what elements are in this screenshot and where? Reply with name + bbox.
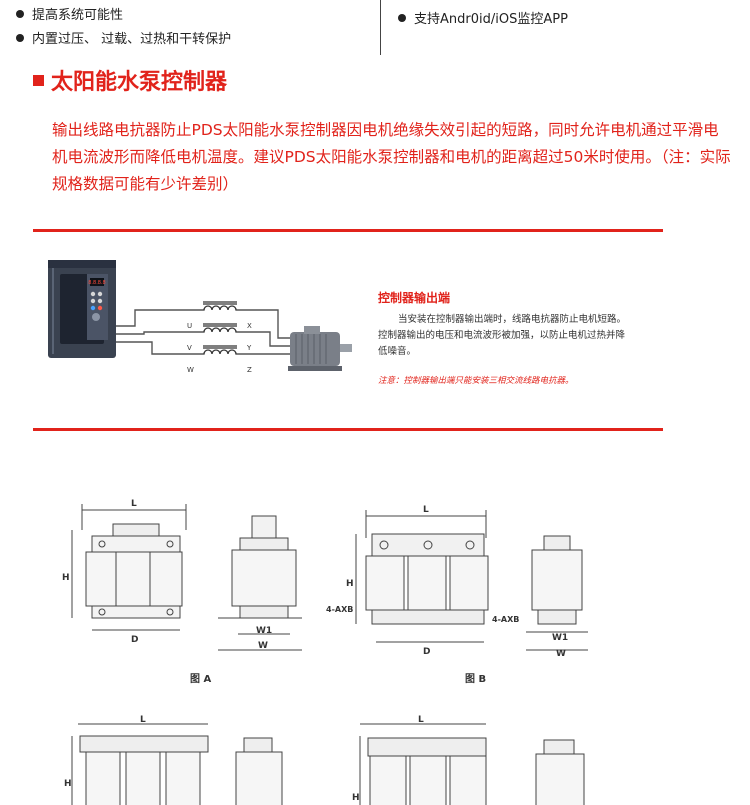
controller-image: 8.8.8.8 — [48, 260, 116, 358]
reactor-coils — [200, 301, 240, 355]
diagram-text-line: 当安装在控制器输出端时，线路电抗器防止电机短路。 — [398, 314, 627, 325]
label-input-v: V — [187, 344, 192, 352]
bullet-icon — [398, 13, 406, 22]
motor-image — [288, 326, 352, 371]
bullet-icon — [16, 9, 24, 18]
section-description: 输出线路电抗器防止PDS太阳能水泵控制器因电机绝缘失效引起的短路，同时允许电机通… — [52, 121, 731, 193]
square-icon — [33, 74, 44, 86]
dim-label-w-a: W — [258, 641, 268, 651]
divider-top — [33, 229, 663, 232]
feature-item: 内置过压、 过载、过热和干转保护 — [16, 28, 231, 47]
dim-label-w1-b: W1 — [552, 633, 568, 643]
dim-label-w1-a: W1 — [256, 626, 272, 636]
label-input-u: U — [187, 322, 192, 330]
column-divider — [380, 0, 381, 55]
dim-label-h-d: H — [352, 793, 360, 803]
dim-label-l-a: L — [131, 499, 137, 509]
feature-label: 支持Andr0id/iOS监控APP — [414, 12, 568, 27]
dimension-drawings: L H D W1 W L H 4-AXB D 4-AXB W1 W L H L … — [62, 499, 588, 805]
dim-label-l-b: L — [423, 505, 429, 515]
dim-label-d-b: D — [423, 647, 430, 657]
dim-label-hole-side: 4-AXB — [492, 615, 519, 624]
dim-label-hole-b: 4-AXB — [326, 605, 353, 614]
diagram-text-line: 控制器输出的电压和电流波形被加强，以防止电机过热并降 — [378, 330, 626, 341]
feature-label: 提高系统可能性 — [32, 8, 124, 23]
label-input-w: W — [187, 366, 194, 374]
divider-bottom — [33, 428, 663, 431]
dim-label-d-a: D — [131, 635, 138, 645]
diagram-heading: 控制器输出端 — [378, 291, 451, 305]
dim-label-h-c: H — [64, 779, 72, 789]
label-output-y: Y — [246, 344, 252, 352]
figure-a-label: 图 A — [190, 673, 211, 685]
figure-b-label: 图 B — [465, 673, 486, 685]
diagram-note: 注意：控制器输出端只能安装三相交流线路电抗器。 — [378, 376, 574, 386]
dim-label-l-d: L — [418, 715, 424, 725]
dim-label-h-b: H — [346, 579, 354, 589]
controller-display: 8.8.8.8 — [88, 280, 106, 286]
wiring-diagram: 8.8.8.8 U V W X Y Z — [48, 260, 352, 374]
dim-label-w-b: W — [556, 649, 566, 659]
section-title-text: 太阳能水泵控制器 — [51, 70, 228, 95]
label-output-x: X — [247, 322, 252, 330]
feature-label: 内置过压、 过载、过热和干转保护 — [32, 32, 232, 47]
feature-item: 支持Andr0id/iOS监控APP — [398, 8, 568, 27]
label-output-z: Z — [247, 366, 252, 374]
bullet-icon — [16, 33, 24, 42]
dim-label-l-c: L — [140, 715, 146, 725]
section-title: 太阳能水泵控制器 — [33, 64, 227, 96]
feature-item: 提高系统可能性 — [16, 4, 123, 23]
dim-label-h-a: H — [62, 573, 70, 583]
diagram-description: 当安装在控制器输出端时，线路电抗器防止电机短路。 控制器输出的电压和电流波形被加… — [378, 312, 678, 360]
diagram-text-line: 低噪音。 — [378, 346, 417, 357]
